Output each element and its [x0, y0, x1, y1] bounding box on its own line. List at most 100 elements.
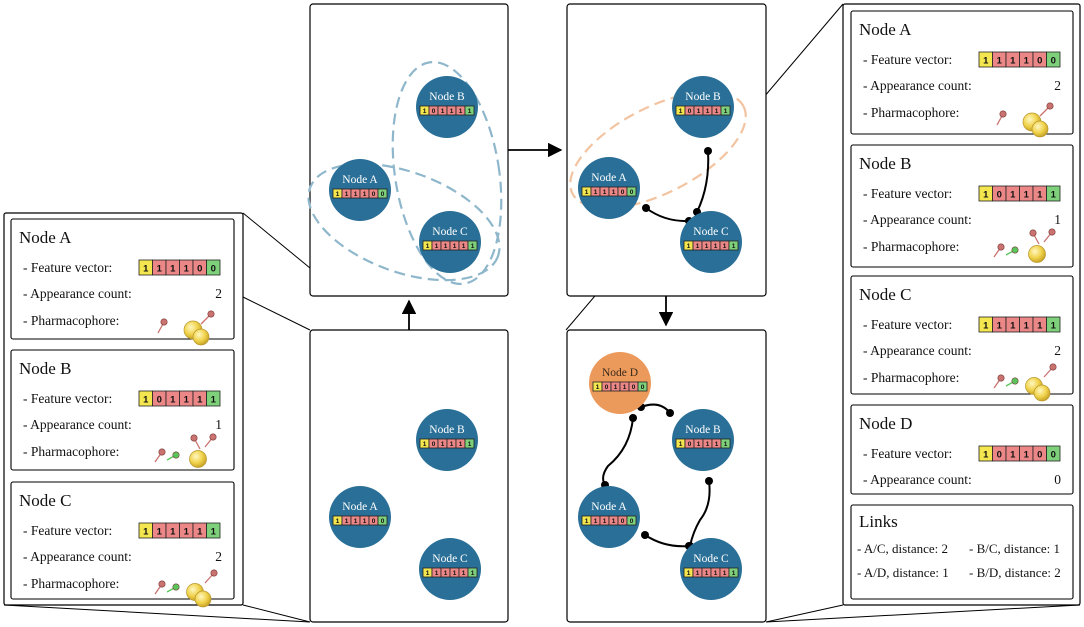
- pharmacophore-pin-icon: [1043, 363, 1057, 378]
- feature-bit-value: 1: [354, 191, 358, 198]
- feature-bit-value: 1: [687, 243, 691, 250]
- appearance-count-value: 2: [1054, 343, 1061, 358]
- pharmacophore-pin-icon: [996, 110, 1007, 126]
- cluster-ellipse-ac: [307, 162, 501, 282]
- feature-bit-value: 1: [184, 394, 190, 405]
- cluster-ellipses: [307, 60, 747, 286]
- feature-bit-cell: [637, 381, 648, 392]
- info-card-title: Node A: [859, 20, 912, 39]
- pharmacophore-pin-icon: [154, 448, 166, 463]
- feature-bit-value: 1: [1051, 320, 1057, 331]
- feature-bit-value: 0: [997, 449, 1002, 460]
- feature-vector-label: - Feature vector:: [863, 317, 952, 332]
- feature-bit-value: 1: [997, 320, 1003, 331]
- info-card-title: Node C: [859, 285, 911, 304]
- link-entry: - A/D, distance: 1: [857, 565, 949, 580]
- pharmacophore-pin-icon: [1005, 246, 1019, 256]
- feature-bit-value: 1: [170, 394, 176, 405]
- feature-bit-value: 0: [632, 384, 636, 391]
- pharmacophore-pin-icon: [1039, 102, 1054, 117]
- feature-bit-value: 1: [450, 108, 454, 115]
- appearance-count-label: - Appearance count:: [863, 343, 972, 358]
- feature-bit-value: 1: [336, 191, 340, 198]
- appearance-count-value: 2: [215, 286, 222, 301]
- feature-bit-cell: [626, 515, 637, 526]
- feature-bit-value: 1: [714, 570, 718, 577]
- info-card-title: Node D: [859, 414, 912, 433]
- graph-node-label: Node C: [693, 553, 729, 565]
- pharmacophore-label: - Pharmacophore:: [23, 313, 119, 328]
- edge-d-a: [602, 417, 634, 486]
- feature-bit-value: 1: [345, 191, 349, 198]
- feature-bit-value: 0: [381, 191, 385, 198]
- pharmacophore-label: - Pharmacophore:: [863, 370, 959, 385]
- graph-node-label: Node A: [591, 501, 627, 513]
- feature-bit-value: 1: [423, 441, 427, 448]
- feature-bit-value: 1: [157, 526, 163, 537]
- feature-bit-value: 0: [1037, 55, 1042, 66]
- feature-bit-value: 1: [706, 441, 710, 448]
- feature-bit-value: 0: [432, 108, 436, 115]
- feature-bit-value: 1: [1024, 55, 1030, 66]
- feature-bit-value: 1: [459, 441, 463, 448]
- feature-bit-cell: [467, 567, 478, 578]
- feature-bit-value: 1: [435, 243, 439, 250]
- feature-bit-value: 1: [1037, 320, 1043, 331]
- feature-bit-value: 1: [1024, 320, 1030, 331]
- feature-bit-value: 1: [732, 243, 736, 250]
- pharmacophore-sphere-icon: [189, 450, 207, 468]
- info-card-title: Node B: [859, 154, 911, 173]
- feature-bit-value: 1: [687, 570, 691, 577]
- appearance-count-label: - Appearance count:: [863, 212, 972, 227]
- feature-bit-value: 1: [197, 526, 203, 537]
- pharmacophore-pin-icon: [166, 451, 180, 461]
- pharmacophore-pin-icon: [154, 580, 166, 595]
- feature-bit-value: 1: [594, 189, 598, 196]
- feature-bit-value: 1: [363, 191, 367, 198]
- feature-bit-value: 1: [441, 108, 445, 115]
- feature-bit-value: 1: [714, 243, 718, 250]
- feature-bit-value: 1: [462, 570, 466, 577]
- pharmacophore-pin-icon: [190, 434, 201, 450]
- feature-bit-value: 1: [997, 55, 1003, 66]
- feature-bit-cell: [464, 105, 475, 116]
- feature-bit-cell: [720, 105, 731, 116]
- links-card: Links- A/C, distance: 2- B/C, distance: …: [850, 504, 1074, 600]
- feature-bit-value: 0: [1037, 449, 1042, 460]
- feature-bit-value: 0: [1051, 449, 1056, 460]
- feature-bit-value: 1: [623, 384, 627, 391]
- feature-bit-value: 1: [336, 518, 340, 525]
- feature-vector-label: - Feature vector:: [23, 260, 112, 275]
- feature-bit-value: 1: [705, 570, 709, 577]
- graph-node-label: Node A: [591, 172, 627, 184]
- feature-bit-value: 1: [453, 243, 457, 250]
- feature-bit-value: 0: [157, 394, 162, 405]
- feature-bit-value: 0: [630, 189, 634, 196]
- feature-bit-value: 1: [594, 518, 598, 525]
- feature-bit-value: 1: [423, 108, 427, 115]
- edge-b-c: [689, 480, 711, 547]
- feature-bit-value: 1: [679, 108, 683, 115]
- feature-bit-value: 1: [444, 570, 448, 577]
- feature-bit-value: 0: [621, 189, 625, 196]
- feature-bit-value: 1: [211, 526, 217, 537]
- feature-bit-value: 1: [705, 243, 709, 250]
